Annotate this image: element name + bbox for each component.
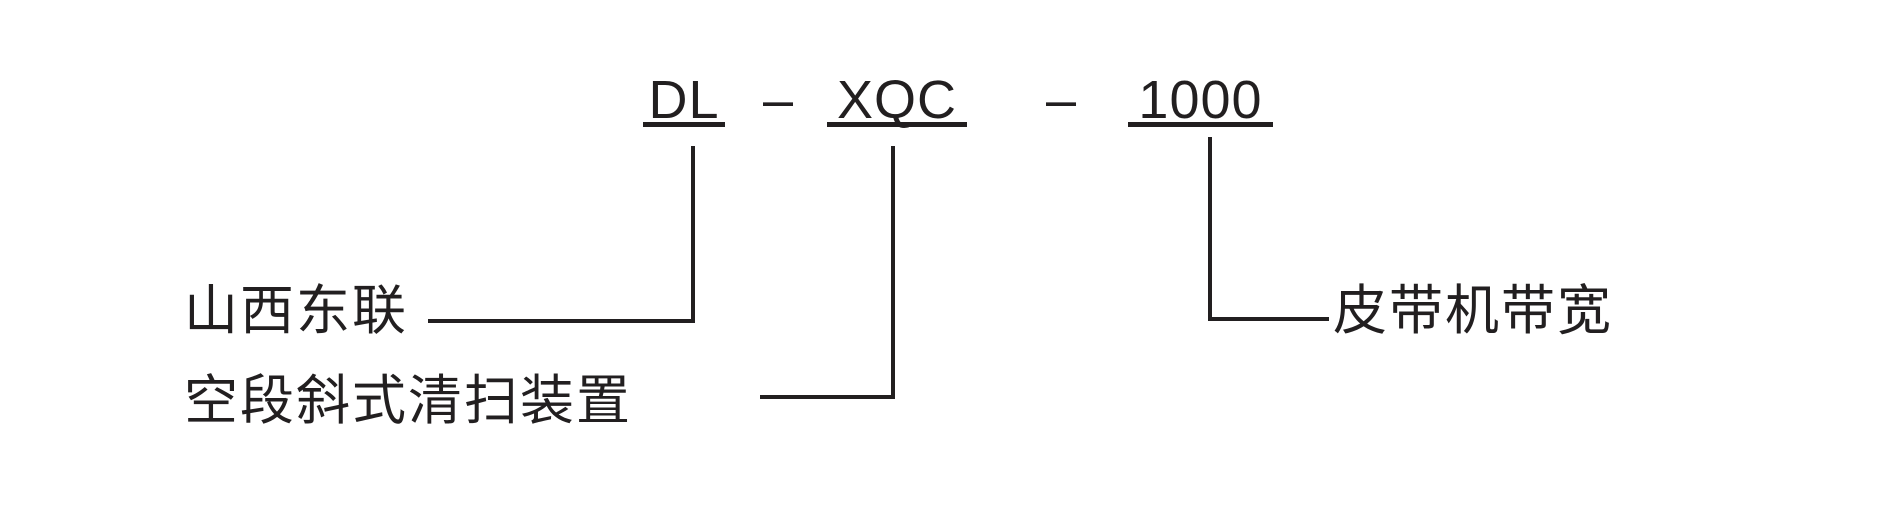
prefix-leader-horizontal-line	[428, 319, 695, 323]
code-segment-type: XQC	[827, 72, 967, 128]
code-separator-2: –	[1045, 70, 1077, 130]
width-leader-horizontal-line	[1208, 317, 1329, 321]
type-leader-horizontal-line	[760, 395, 895, 399]
prefix-leader-vertical-line	[691, 146, 695, 323]
type-leader-vertical-line	[891, 146, 895, 399]
code-segment-prefix: DL	[643, 72, 725, 128]
code-segment-belt-width: 1000	[1128, 72, 1273, 128]
belt-width-label: 皮带机带宽	[1333, 281, 1613, 341]
device-type-label: 空段斜式清扫装置	[184, 371, 632, 431]
code-separator-1: –	[762, 70, 794, 130]
manufacturer-label: 山西东联	[184, 281, 408, 341]
width-leader-vertical-line	[1208, 137, 1212, 321]
